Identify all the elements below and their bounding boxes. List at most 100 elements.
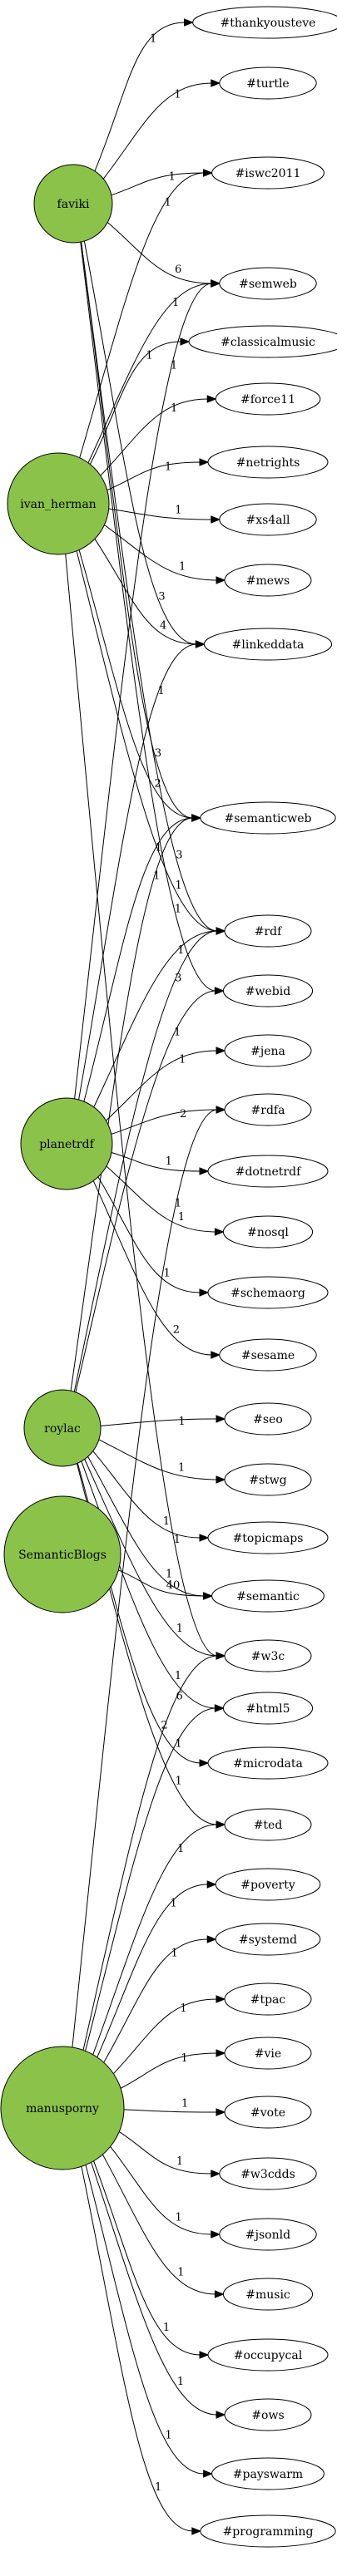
tag-node-jena[interactable]: #jena xyxy=(224,1034,312,1067)
tag-node-rdf[interactable]: #rdf xyxy=(224,914,312,948)
edge-roylac-to-rdf xyxy=(73,930,218,1392)
tag-node-semanticweb[interactable]: #semanticweb xyxy=(200,801,336,835)
edge-roylac-to-seo xyxy=(100,1418,218,1426)
user-node-label: SemanticBlogs xyxy=(18,1549,107,1562)
tag-node-ted[interactable]: #ted xyxy=(224,1808,312,1841)
tag-node-seo[interactable]: #seo xyxy=(224,1402,312,1436)
user-node-faviki[interactable]: faviki xyxy=(33,164,113,244)
edge-faviki-to-semweb xyxy=(107,222,212,284)
nodes-layer: faviki ivan_herman planetrdf roylacSemantic… xyxy=(0,6,337,2548)
tag-node-html5[interactable]: #html5 xyxy=(222,1692,314,1725)
user-node-label: faviki xyxy=(57,198,90,211)
user-node-circle xyxy=(23,1389,102,1467)
tag-node-ellipse xyxy=(207,1276,329,1309)
tag-node-label: #sesame xyxy=(241,1349,295,1362)
tag-node-schemaorg[interactable]: #schemaorg xyxy=(207,1276,329,1309)
tag-node-force11[interactable]: #force11 xyxy=(215,382,321,416)
edge-arrowhead-manusporny-to-programming xyxy=(191,2527,202,2535)
tag-node-label: #payswarm xyxy=(233,2468,303,2481)
edge-label-manusporny-to-occupycal: 1 xyxy=(163,2322,170,2334)
tag-node-ellipse xyxy=(219,503,317,536)
tag-node-ellipse xyxy=(203,628,333,661)
tag-node-w3cdds[interactable]: #w3cdds xyxy=(219,2157,317,2190)
edge-label-planetrdf-to-semweb: 1 xyxy=(171,359,177,372)
tag-node-label: #seo xyxy=(253,1413,283,1426)
edge-label-planetrdf-to-rdfa: 2 xyxy=(180,1108,186,1121)
tag-node-dotnetrdf[interactable]: #dotnetrdf xyxy=(207,1155,329,1188)
user-node-ivan_herman[interactable]: ivan_herman xyxy=(7,452,110,555)
tag-node-thankyousteve[interactable]: #thankyousteve xyxy=(192,6,337,39)
tag-node-ellipse xyxy=(219,66,317,100)
tag-node-ellipse xyxy=(211,156,325,190)
tag-node-turtle[interactable]: #turtle xyxy=(219,66,317,100)
tag-node-label: #rdf xyxy=(255,925,283,938)
tag-node-occupycal[interactable]: #occupycal xyxy=(207,2338,329,2372)
user-node-SemanticBlogs[interactable]: SemanticBlogs xyxy=(3,1495,121,1613)
edge-arrowhead-manusporny-to-w3c xyxy=(216,1652,226,1660)
tag-node-ellipse xyxy=(215,1868,321,1901)
tag-node-jsonld[interactable]: #jsonld xyxy=(219,2218,317,2251)
tag-node-sesame[interactable]: #sesame xyxy=(219,1338,317,1372)
edge-ivan_herman-to-rdf xyxy=(76,550,218,932)
tag-node-vote[interactable]: #vote xyxy=(224,2096,312,2129)
tag-node-mews[interactable]: #mews xyxy=(224,564,312,597)
tag-node-stwg[interactable]: #stwg xyxy=(224,1463,312,1496)
tag-node-topicmaps[interactable]: #topicmaps xyxy=(207,1521,329,1554)
tag-node-tpac[interactable]: #tpac xyxy=(224,1982,312,2016)
tag-node-label: #nosql xyxy=(247,1226,289,1239)
tag-node-microdata[interactable]: #microdata xyxy=(207,1746,329,1780)
edge-label-faviki-to-semanticweb: 3 xyxy=(155,747,161,760)
edge-arrowhead-manusporny-to-w3cdds xyxy=(211,2170,221,2178)
user-node-manusporny[interactable]: manusporny xyxy=(0,2046,125,2170)
tag-node-programming[interactable]: #programming xyxy=(200,2514,336,2548)
tag-node-label: #ows xyxy=(251,2409,284,2422)
tag-node-poverty[interactable]: #poverty xyxy=(215,1868,321,1901)
tag-node-systemd[interactable]: #systemd xyxy=(215,1923,321,1956)
tag-node-ows[interactable]: #ows xyxy=(224,2398,312,2431)
tag-node-ellipse xyxy=(211,1579,325,1613)
edge-planetrdf-to-semweb xyxy=(74,283,212,1099)
edge-manusporny-to-programming xyxy=(81,2166,193,2532)
tag-node-linkeddata[interactable]: #linkeddata xyxy=(203,628,333,661)
edge-arrowhead-roylac-to-webid xyxy=(214,987,225,995)
edge-arrowhead-manusporny-to-systemd xyxy=(206,1935,217,1943)
edge-label-faviki-to-linkeddata: 3 xyxy=(158,590,165,603)
edge-arrowhead-manusporny-to-vote xyxy=(216,2108,226,2116)
tag-node-iswc2011[interactable]: #iswc2011 xyxy=(211,156,325,190)
tag-node-vie[interactable]: #vie xyxy=(224,2037,312,2070)
tag-node-semantic[interactable]: #semantic xyxy=(211,1579,325,1613)
edge-label-roylac-to-webid: 1 xyxy=(174,1026,181,1038)
edge-label-roylac-to-w3c: 1 xyxy=(176,1623,183,1635)
edge-arrowhead-manusporny-to-music xyxy=(214,2290,225,2298)
tag-node-xs4all[interactable]: #xs4all xyxy=(219,503,317,536)
tag-node-nosql[interactable]: #nosql xyxy=(222,1215,314,1249)
tag-node-label: #jsonld xyxy=(245,2229,290,2242)
tag-node-webid[interactable]: #webid xyxy=(222,974,314,1007)
tag-node-label: #classicalmusic xyxy=(221,336,315,349)
tag-node-rdfa[interactable]: #rdfa xyxy=(224,1093,312,1126)
tag-node-ellipse xyxy=(207,1155,329,1188)
edge-label-roylac-to-html5: 1 xyxy=(175,1670,181,1682)
edge-arrowhead-planetrdf-to-linkeddata xyxy=(195,640,206,648)
edge-arrowhead-planetrdf-to-semweb xyxy=(211,279,221,288)
edge-arrowhead-faviki-to-turtle xyxy=(211,79,221,87)
tag-node-semweb[interactable]: #semweb xyxy=(219,267,317,300)
tag-node-payswarm[interactable]: #payswarm xyxy=(211,2457,325,2490)
user-node-roylac[interactable]: roylac xyxy=(23,1389,102,1467)
edge-label-planetrdf-to-semanticweb: 1 xyxy=(155,842,161,855)
user-node-planetrdf[interactable]: planetrdf xyxy=(20,1097,113,1190)
edge-ivan_herman-to-xs4all xyxy=(108,508,212,520)
tag-node-netrights[interactable]: #netrights xyxy=(207,446,329,479)
edge-label-faviki-to-semweb: 6 xyxy=(175,264,181,276)
tag-node-music[interactable]: #music xyxy=(222,2278,314,2311)
tag-node-label: #schemaorg xyxy=(230,1287,305,1300)
tag-node-ellipse xyxy=(222,1692,314,1725)
tag-node-label: #programming xyxy=(223,2525,314,2539)
edge-label-ivan_herman-to-xs4all: 1 xyxy=(175,505,181,517)
edges-layer xyxy=(65,18,226,2535)
tag-node-w3c[interactable]: #w3c xyxy=(224,1639,312,1672)
tag-node-classicalmusic[interactable]: #classicalmusic xyxy=(188,325,337,358)
edge-arrowhead-roylac-to-topicmaps xyxy=(199,1534,210,1542)
tag-node-ellipse xyxy=(224,1639,312,1672)
edge-ivan_herman-to-iswc2011 xyxy=(79,172,205,458)
